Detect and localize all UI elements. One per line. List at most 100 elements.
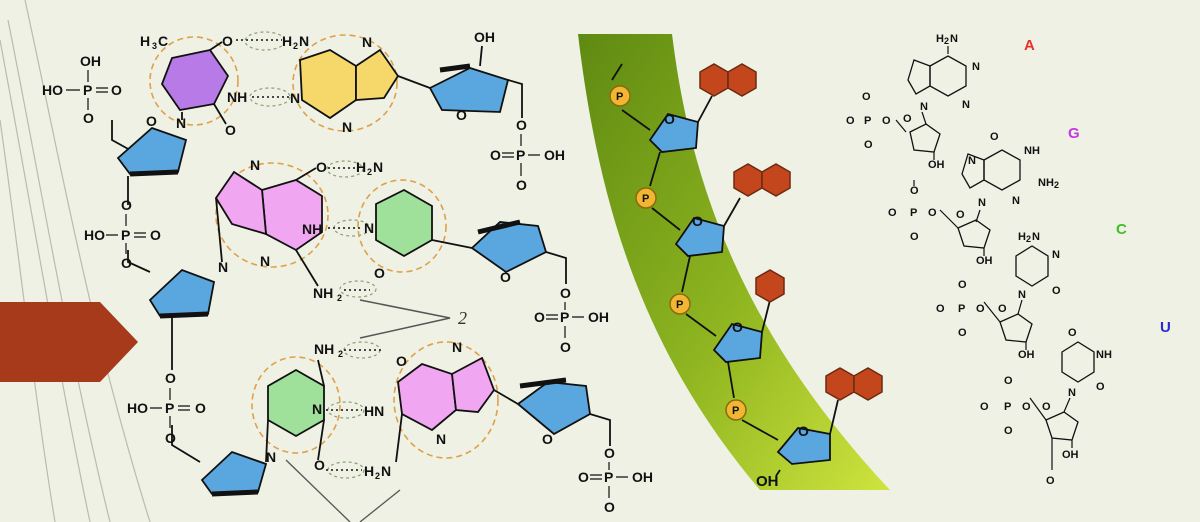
svg-text:2: 2	[1026, 234, 1031, 244]
svg-text:N: N	[312, 401, 322, 417]
rna-sugar-1	[909, 123, 941, 153]
svg-text:O: O	[604, 445, 615, 461]
svg-text:O: O	[846, 115, 855, 127]
cytosine-ring	[375, 188, 433, 258]
svg-text:O: O	[928, 207, 937, 219]
sugar-right-1	[428, 67, 510, 113]
svg-text:O: O	[314, 457, 325, 473]
sugar-right-3	[516, 381, 591, 436]
svg-text:O: O	[516, 177, 527, 193]
svg-text:P: P	[604, 469, 613, 485]
svg-text:NH: NH	[227, 89, 247, 105]
svg-text:O: O	[1022, 401, 1031, 413]
svg-text:O: O	[1068, 327, 1077, 339]
svg-text:OH: OH	[1018, 349, 1035, 361]
svg-text:OH: OH	[976, 255, 993, 267]
svg-text:N: N	[962, 99, 970, 111]
svg-text:OH: OH	[80, 53, 101, 69]
svg-text:O: O	[604, 499, 615, 515]
svg-text:N: N	[362, 34, 372, 50]
svg-text:O: O	[1004, 375, 1013, 387]
rna-sugar-3	[999, 313, 1033, 343]
base-hex-1	[699, 63, 729, 97]
svg-text:NH: NH	[1024, 145, 1040, 157]
svg-text:O: O	[456, 107, 467, 123]
base-hex-2	[733, 163, 763, 197]
svg-text:P: P	[1004, 401, 1011, 413]
svg-text:OH: OH	[756, 473, 779, 490]
phosphate-5: O O P OH O	[534, 285, 609, 355]
svg-text:N: N	[1018, 289, 1026, 301]
svg-text:2: 2	[337, 293, 342, 303]
base-hex-4	[825, 367, 855, 401]
svg-text:OH: OH	[928, 159, 945, 171]
svg-text:P: P	[121, 227, 130, 243]
svg-text:O: O	[1042, 401, 1051, 413]
svg-text:O: O	[121, 255, 132, 271]
svg-text:2: 2	[367, 167, 372, 177]
svg-text:P: P	[958, 303, 965, 315]
letter-c: C	[1116, 221, 1127, 238]
svg-text:2: 2	[944, 36, 949, 46]
svg-text:HN: HN	[364, 403, 384, 419]
svg-text:N: N	[1052, 249, 1060, 261]
sugar-left-2	[148, 268, 216, 317]
svg-text:N: N	[299, 33, 309, 49]
svg-text:N: N	[364, 220, 374, 236]
svg-text:HO: HO	[127, 400, 148, 416]
svg-text:N: N	[342, 119, 352, 135]
svg-text:2: 2	[293, 41, 298, 51]
svg-text:N: N	[260, 253, 270, 269]
svg-text:N: N	[978, 197, 986, 209]
svg-text:O: O	[903, 113, 912, 125]
svg-text:H: H	[356, 159, 366, 175]
svg-text:NH: NH	[313, 285, 333, 301]
svg-text:O: O	[195, 400, 206, 416]
svg-text:2: 2	[1054, 180, 1059, 190]
svg-text:NH: NH	[302, 221, 322, 237]
svg-text:NH: NH	[314, 341, 334, 357]
background-curves	[0, 0, 151, 522]
svg-text:O: O	[374, 265, 385, 281]
svg-text:P: P	[642, 193, 649, 205]
svg-text:N: N	[1068, 387, 1076, 399]
svg-text:O: O	[998, 303, 1007, 315]
svg-text:H: H	[364, 463, 374, 479]
phosphate-6: O O P OH O	[578, 445, 653, 515]
svg-text:O: O	[910, 185, 919, 197]
phosphate-circle-2	[635, 187, 657, 209]
sugar-left-1	[116, 126, 188, 175]
base-hex-3	[755, 269, 785, 303]
svg-text:N: N	[436, 431, 446, 447]
svg-text:3: 3	[152, 41, 157, 51]
svg-text:O: O	[316, 159, 327, 175]
phosphate-circle-4	[725, 399, 747, 421]
svg-text:O: O	[990, 131, 999, 143]
svg-text:O: O	[222, 33, 233, 49]
svg-text:P: P	[864, 115, 871, 127]
svg-text:H: H	[936, 33, 944, 45]
svg-text:H: H	[140, 33, 150, 49]
svg-text:P: P	[676, 299, 683, 311]
svg-text:HO: HO	[84, 227, 105, 243]
svg-text:OH: OH	[632, 469, 653, 485]
svg-text:O: O	[578, 469, 589, 485]
phosphate-2: O HO P O O	[84, 197, 161, 271]
svg-text:O: O	[500, 269, 511, 285]
svg-text:H: H	[282, 33, 292, 49]
svg-text:O: O	[958, 279, 967, 291]
svg-text:O: O	[958, 327, 967, 339]
svg-text:O: O	[490, 147, 501, 163]
rna-sugar-2	[957, 219, 991, 249]
guanine-ring	[261, 179, 323, 252]
svg-text:P: P	[516, 147, 525, 163]
svg-text:OH: OH	[588, 309, 609, 325]
svg-text:N: N	[250, 157, 260, 173]
svg-text:O: O	[882, 115, 891, 127]
dna-double-strand: OH HO P O O O HO P O O O HO P O O O	[42, 29, 653, 522]
svg-text:O: O	[542, 431, 553, 447]
svg-text:P: P	[83, 82, 92, 98]
